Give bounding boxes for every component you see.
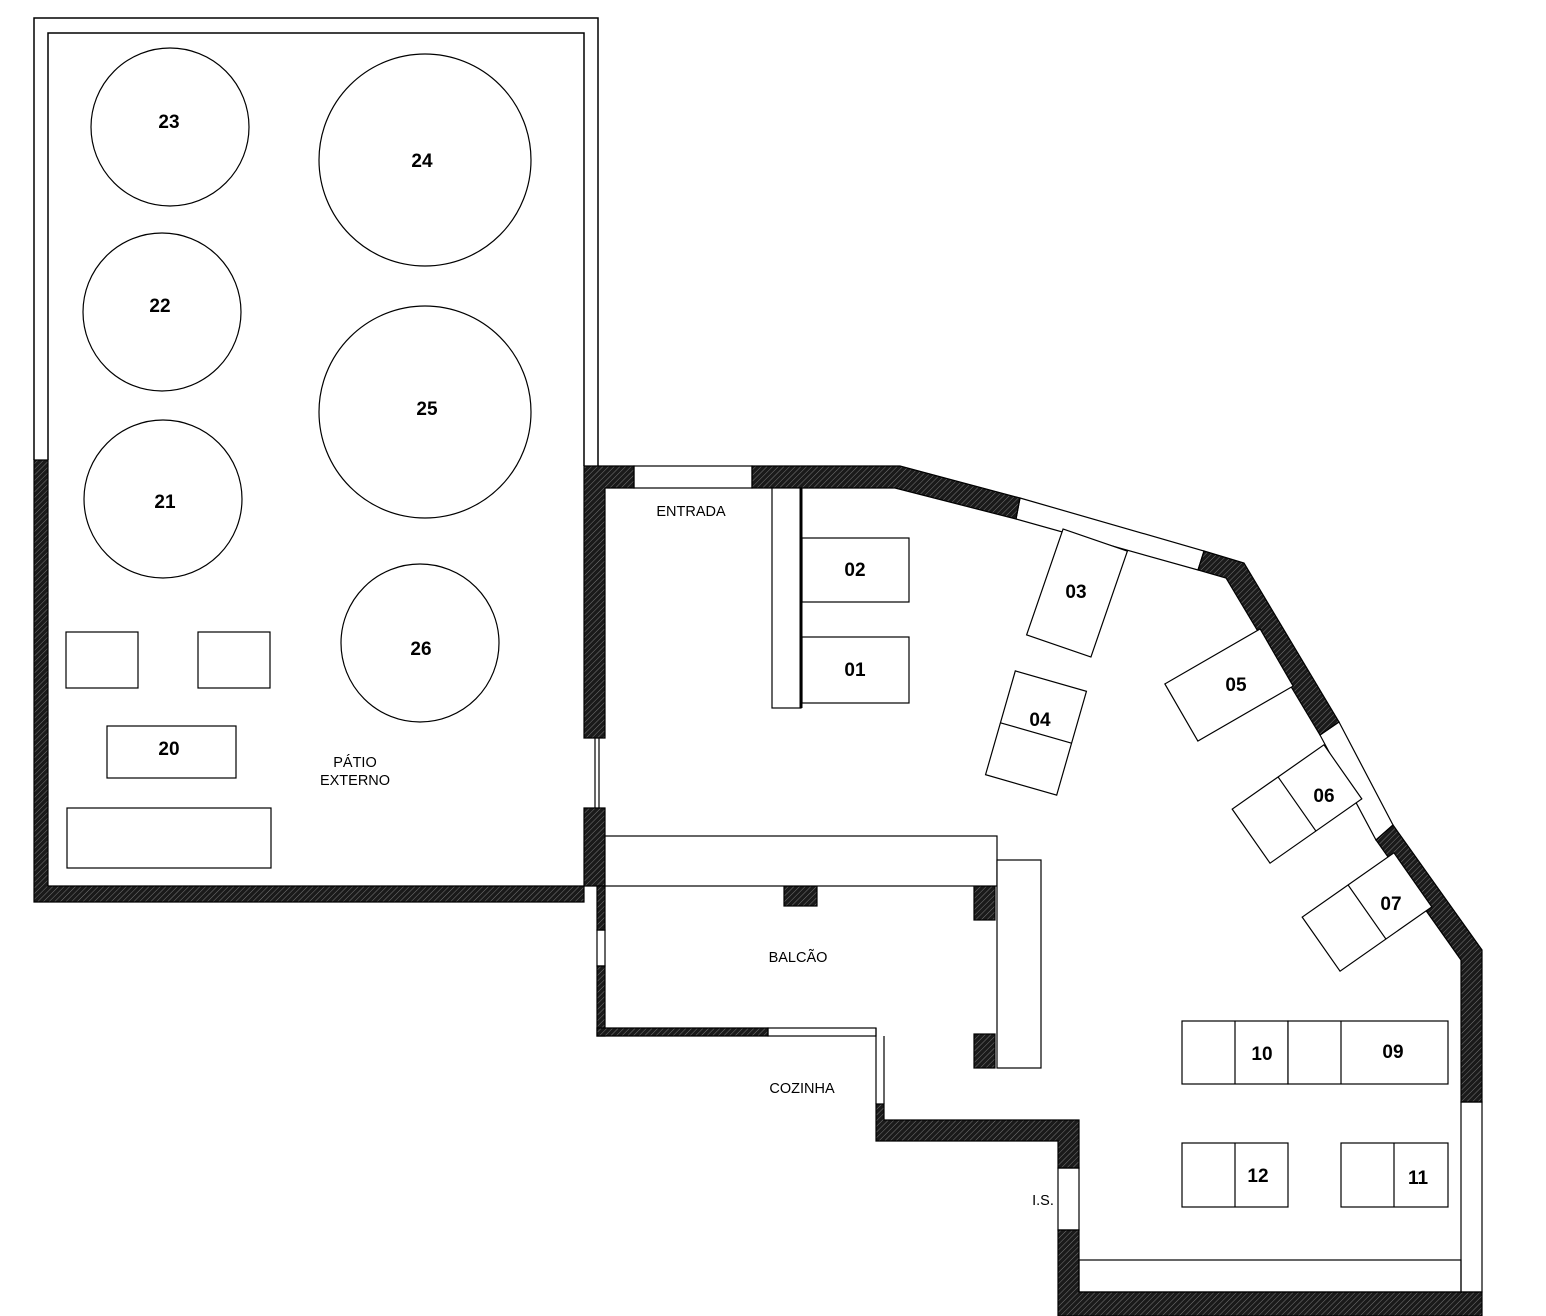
table-02-number: 02: [844, 560, 865, 581]
table-20-number: 20: [158, 739, 179, 760]
table-02[interactable]: [801, 537, 910, 603]
table-11[interactable]: [1340, 1142, 1449, 1208]
table-10-number: 10: [1251, 1044, 1272, 1065]
table-11-number: 11: [1408, 1168, 1429, 1189]
table-25[interactable]: [318, 305, 532, 519]
table-07[interactable]: [1301, 852, 1433, 972]
table-22[interactable]: [82, 232, 242, 392]
is-label: I.S.: [1032, 1193, 1054, 1209]
table-23[interactable]: [90, 47, 250, 207]
table-06[interactable]: [1231, 744, 1363, 864]
wall-openings: [594, 465, 1483, 1293]
table-23-number: 23: [158, 112, 179, 133]
table-25-number: 25: [416, 399, 438, 420]
table-24[interactable]: [318, 53, 532, 267]
table-01[interactable]: [801, 636, 910, 704]
table-24-number: 24: [411, 151, 433, 172]
table-05-number: 05: [1225, 675, 1247, 696]
table-26-number: 26: [410, 639, 431, 660]
table-04-number: 04: [1029, 710, 1051, 731]
balcao-label: BALCÃO: [769, 949, 828, 966]
entrada-label: ENTRADA: [656, 504, 726, 520]
table-05[interactable]: [1164, 628, 1294, 742]
table-22-number: 22: [149, 296, 170, 317]
cozinha-label: COZINHA: [769, 1081, 835, 1097]
table-09[interactable]: [1287, 1020, 1449, 1085]
patio-label-line1: PÁTIO: [333, 754, 377, 771]
table-03-number: 03: [1065, 582, 1086, 603]
patio-furniture: [65, 631, 272, 869]
table-20[interactable]: [106, 725, 237, 779]
table-06-number: 06: [1313, 786, 1334, 807]
table-12-number: 12: [1247, 1166, 1268, 1187]
area-labels: PÁTIO EXTERNO ENTRADA BALCÃO COZINHA I.S…: [320, 504, 1054, 1209]
table-01-number: 01: [844, 660, 866, 681]
patio-label-line2: EXTERNO: [320, 773, 390, 789]
table-21[interactable]: [83, 419, 243, 579]
table-26[interactable]: [340, 563, 500, 723]
patio-enclosure: [33, 17, 599, 466]
counters: [604, 487, 1042, 1069]
table-07-number: 07: [1380, 894, 1401, 915]
table-21-number: 21: [154, 492, 176, 513]
table-09-number: 09: [1382, 1042, 1403, 1063]
table-12[interactable]: [1181, 1142, 1289, 1208]
table-numbers: 23 24 22 25 21 26 20 02 01 03 04 05 06 0…: [149, 112, 1428, 1189]
table-04[interactable]: [984, 670, 1088, 796]
tables: [82, 47, 1449, 1208]
table-03[interactable]: [1025, 528, 1129, 658]
